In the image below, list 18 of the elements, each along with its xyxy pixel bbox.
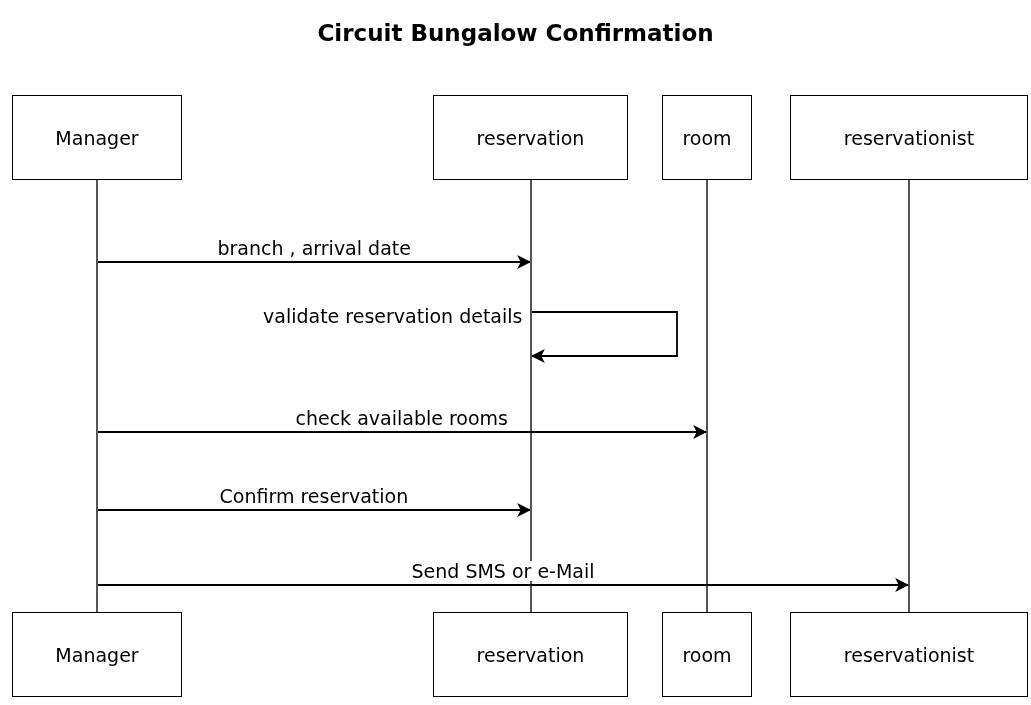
participant-box: room [662, 612, 752, 697]
message-arrow [97, 503, 532, 517]
participant-box: Manager [12, 95, 182, 180]
message-arrow [97, 578, 910, 592]
participant-box: reservation [433, 612, 628, 697]
participant-box: Manager [12, 612, 182, 697]
message-arrow [530, 311, 678, 363]
lifeline [96, 180, 98, 612]
lifeline [530, 180, 532, 612]
lifeline [706, 180, 708, 612]
participant-box: reservationist [790, 612, 1028, 697]
message-arrow [97, 425, 708, 439]
participant-box: reservationist [790, 95, 1028, 180]
participant-box: room [662, 95, 752, 180]
participant-box: reservation [433, 95, 628, 180]
lifeline [908, 180, 910, 612]
message-arrow [97, 255, 532, 269]
diagram-title: Circuit Bungalow Confirmation [316, 20, 715, 46]
